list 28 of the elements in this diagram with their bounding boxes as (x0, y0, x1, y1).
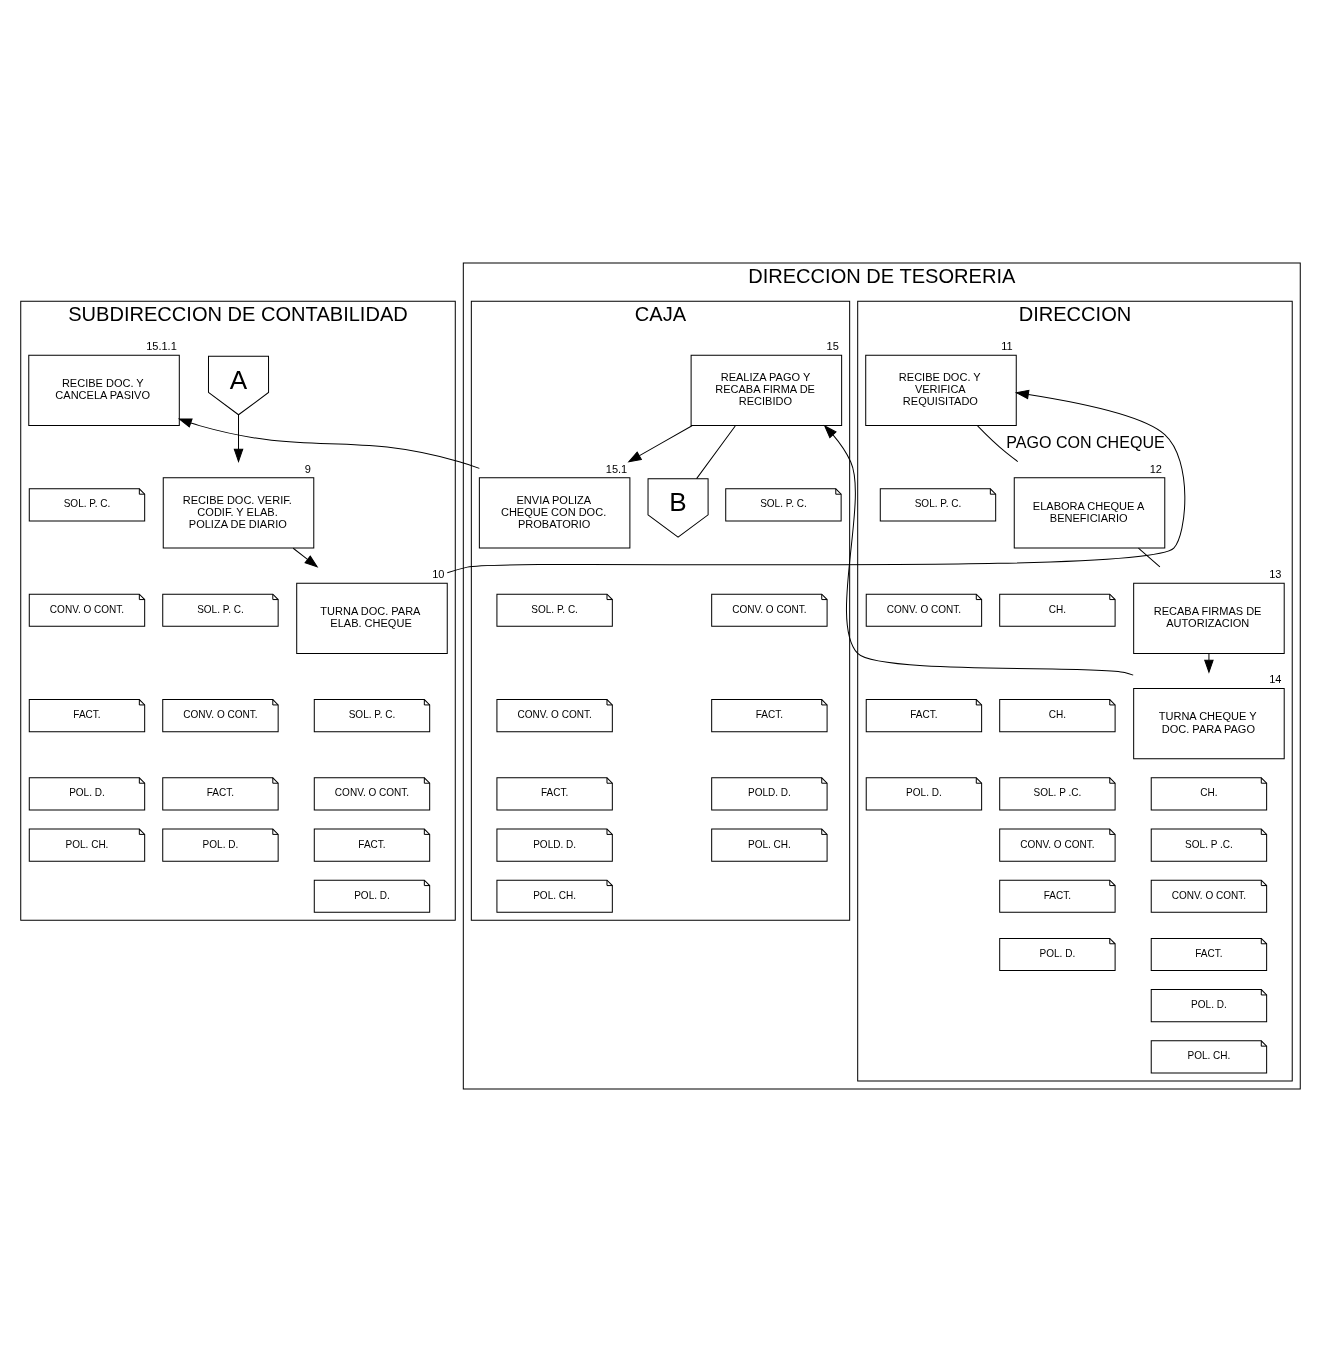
node-label: 15 (826, 340, 839, 353)
node-label: 10 (432, 567, 445, 580)
node-box: REALIZA PAGO Y RECABA FIRMA DE RECIBIDO (690, 354, 843, 427)
node-box: TURNA DOC. PARA ELAB. CHEQUE (296, 582, 448, 654)
arrow (233, 414, 244, 462)
node-label: 13 (1269, 567, 1282, 580)
node-box: TURNA CHEQUE Y DOC. PARA PAGO (1133, 688, 1285, 760)
node-box: ENVIA POLIZA CHEQUE CON DOC. PROBATORIO (478, 477, 631, 549)
connector (696, 425, 736, 480)
arrow (446, 389, 1186, 574)
node-box: RECIBE DOC. Y CANCELA PASIVO (28, 354, 180, 427)
connector (1137, 547, 1161, 568)
node-box: RECIBE DOC. VERIF. CODIF. Y ELAB. POLIZA DE DIARIO (162, 477, 315, 549)
node-label: 11 (1001, 340, 1013, 353)
arrow (824, 425, 1134, 676)
node-box: RECIBE DOC. Y VERIFICA REQUISITADO (865, 354, 1017, 427)
node-label: 14 (1269, 673, 1282, 686)
node-box: ELABORA CHEQUE A BENEFICIARIO (1013, 477, 1166, 549)
arrow (292, 547, 318, 568)
arrow (628, 425, 693, 463)
edge-label: PAGO CON CHEQUE (1006, 432, 1165, 451)
node-label: 12 (1149, 462, 1162, 475)
node-label: 15.1.1 (146, 340, 177, 353)
node-box: RECABA FIRMAS DE AUTORIZACION (1133, 582, 1285, 654)
node-label: 15.1 (605, 462, 628, 475)
node-label: 9 (304, 462, 311, 475)
arrow (1204, 653, 1214, 673)
connector (977, 425, 1019, 463)
